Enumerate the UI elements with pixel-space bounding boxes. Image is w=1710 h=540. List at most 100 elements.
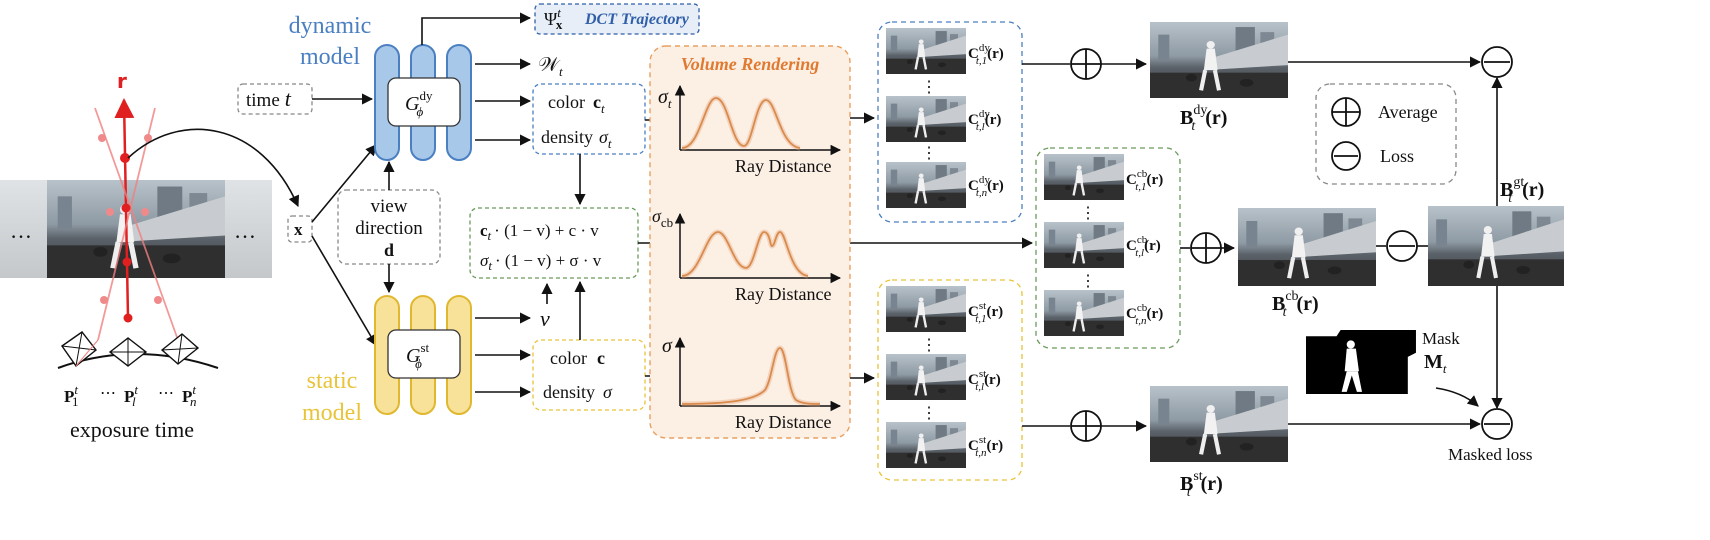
- x-label: x: [294, 220, 303, 239]
- st-vdots-2: ⋮: [921, 405, 937, 422]
- dy-vdots-2: ⋮: [921, 145, 937, 162]
- average-op-cb: [1190, 232, 1222, 264]
- camera-icon-2: [108, 337, 148, 367]
- center-frame: [47, 180, 225, 278]
- average-op-st: [1070, 410, 1102, 442]
- view-line2: direction: [355, 218, 423, 239]
- faded-frame-left: [0, 180, 48, 278]
- st-out-v: v: [540, 306, 550, 331]
- x-input-box: x: [287, 215, 313, 243]
- cam-dots-1: ⋯: [100, 385, 116, 402]
- camera-arc: [57, 331, 219, 369]
- dy-thumb-3: [886, 162, 966, 208]
- cb-thumb-2: [1044, 222, 1124, 268]
- cb-vdots-2: ⋮: [1080, 273, 1096, 290]
- ray-label: r: [117, 69, 127, 93]
- blend-line2: σt· (1 − v) + σ · v: [480, 251, 602, 273]
- static-title-1: static: [307, 368, 358, 394]
- blur-dy-image: [1150, 22, 1288, 98]
- dy-vdots-1: ⋮: [921, 79, 937, 96]
- st-vdots-1: ⋮: [921, 337, 937, 354]
- average-icon: [1331, 97, 1361, 127]
- camera-rays: r: [94, 69, 179, 341]
- exposure-time-label: exposure time: [70, 417, 194, 442]
- view-direction-box: view direction d: [337, 189, 441, 265]
- loss-op-st: [1481, 408, 1513, 440]
- loss-icon: [1331, 141, 1361, 171]
- cam-dots-2: ⋯: [158, 385, 174, 402]
- dy-out-W: 𝒲t: [538, 54, 563, 79]
- st-thumb-1: [886, 286, 966, 332]
- plot2-xlabel: Ray Distance: [735, 284, 831, 304]
- loss-op-cb: [1386, 230, 1418, 262]
- ellipsis-right: …: [234, 218, 256, 243]
- rendering-title: Volume Rendering: [681, 54, 820, 74]
- dct-text: DCT Trajectory: [584, 11, 690, 28]
- blend-line1: ct· (1 − v) + c · v: [480, 221, 599, 243]
- plot2-ylabel: σcb: [652, 206, 673, 230]
- blur-st-image: [1150, 386, 1288, 462]
- cb-vdots-1: ⋮: [1080, 205, 1096, 222]
- legend-loss: Loss: [1380, 146, 1414, 166]
- mask-image: [1306, 330, 1418, 394]
- masked-loss-label: Masked loss: [1448, 445, 1533, 464]
- cb-thumb-1: [1044, 154, 1124, 200]
- density-plot-3: σ Ray Distance: [662, 335, 842, 432]
- st-thumb-2: [886, 354, 966, 400]
- st-net-box: [387, 329, 461, 379]
- input-scene: … …: [0, 180, 272, 278]
- view-var: d: [384, 240, 394, 260]
- ellipsis-left: …: [10, 218, 32, 243]
- gt-image: [1428, 206, 1564, 286]
- blur-cb-image: [1238, 208, 1376, 286]
- camera-icon-1: [61, 331, 99, 368]
- st-thumb-3: [886, 422, 966, 468]
- plot1-xlabel: Ray Distance: [735, 156, 831, 176]
- legend: Average Loss: [1315, 83, 1457, 185]
- dy-thumb-1: [886, 28, 966, 74]
- faded-frame-right: [224, 180, 272, 278]
- plot3-xlabel: Ray Distance: [735, 412, 831, 432]
- blend-box: ct· (1 − v) + c · v σt· (1 − v) + σ · v: [469, 207, 639, 279]
- time-var: t: [285, 86, 292, 111]
- time-text: time: [246, 90, 280, 111]
- view-line1: view: [371, 196, 408, 217]
- density-plot-1: σt Ray Distance: [658, 84, 842, 176]
- plot3-ylabel: σ: [662, 335, 673, 357]
- camera-icon-3: [160, 333, 200, 365]
- static-title-2: model: [302, 400, 362, 426]
- dy-net-box: [387, 77, 461, 127]
- density-plot-2: σcb Ray Distance: [652, 206, 842, 304]
- mask-label: Mask: [1422, 329, 1460, 348]
- dy-thumb-2: [886, 96, 966, 142]
- mask-var: Mt: [1424, 351, 1447, 376]
